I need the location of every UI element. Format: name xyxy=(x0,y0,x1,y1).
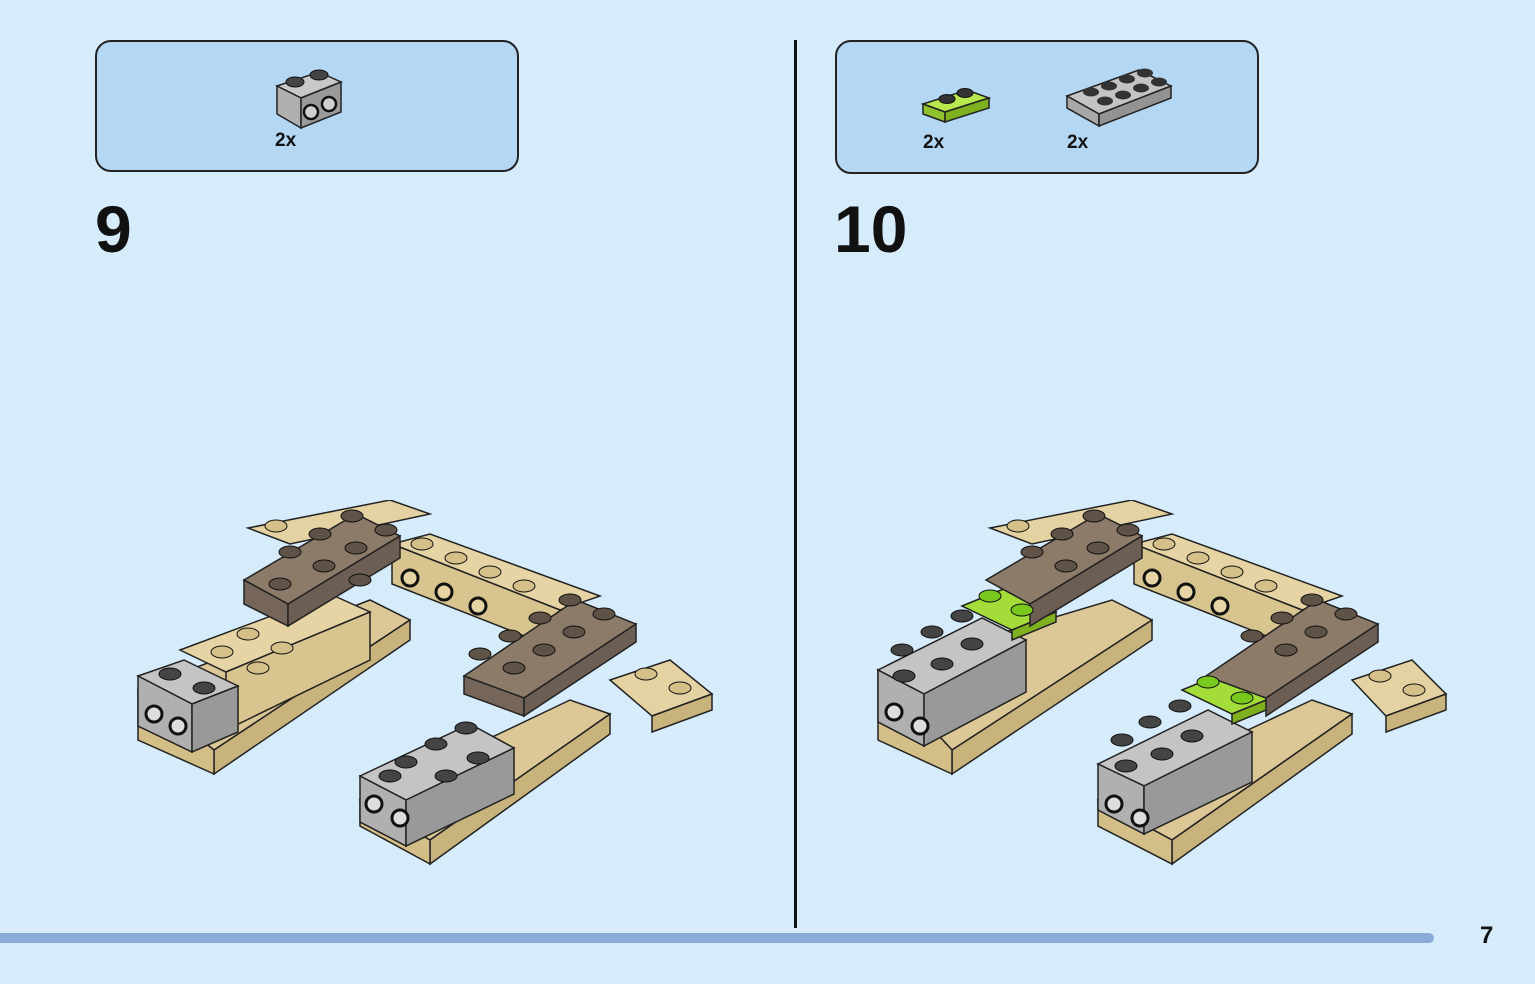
model-illustration-step-9 xyxy=(136,500,714,866)
plate-1x2-lime-icon xyxy=(921,88,992,124)
step-number: 9 xyxy=(95,192,132,266)
part-quantity: 2x xyxy=(275,130,297,151)
footer-bar xyxy=(0,933,1434,943)
page-number: 7 xyxy=(1480,922,1494,949)
brick-1x2-side-studs-icon xyxy=(275,69,343,130)
parts-callout-step-9: 2x xyxy=(95,40,519,172)
part-quantity: 2x xyxy=(1067,132,1089,153)
model-illustration-step-10 xyxy=(876,500,1448,866)
part-quantity: 2x xyxy=(923,132,945,153)
step-divider xyxy=(794,40,797,928)
parts-callout-step-10: 2x 2x xyxy=(835,40,1259,174)
step-number: 10 xyxy=(834,192,908,266)
plate-2x4-gray-icon xyxy=(1065,68,1173,128)
